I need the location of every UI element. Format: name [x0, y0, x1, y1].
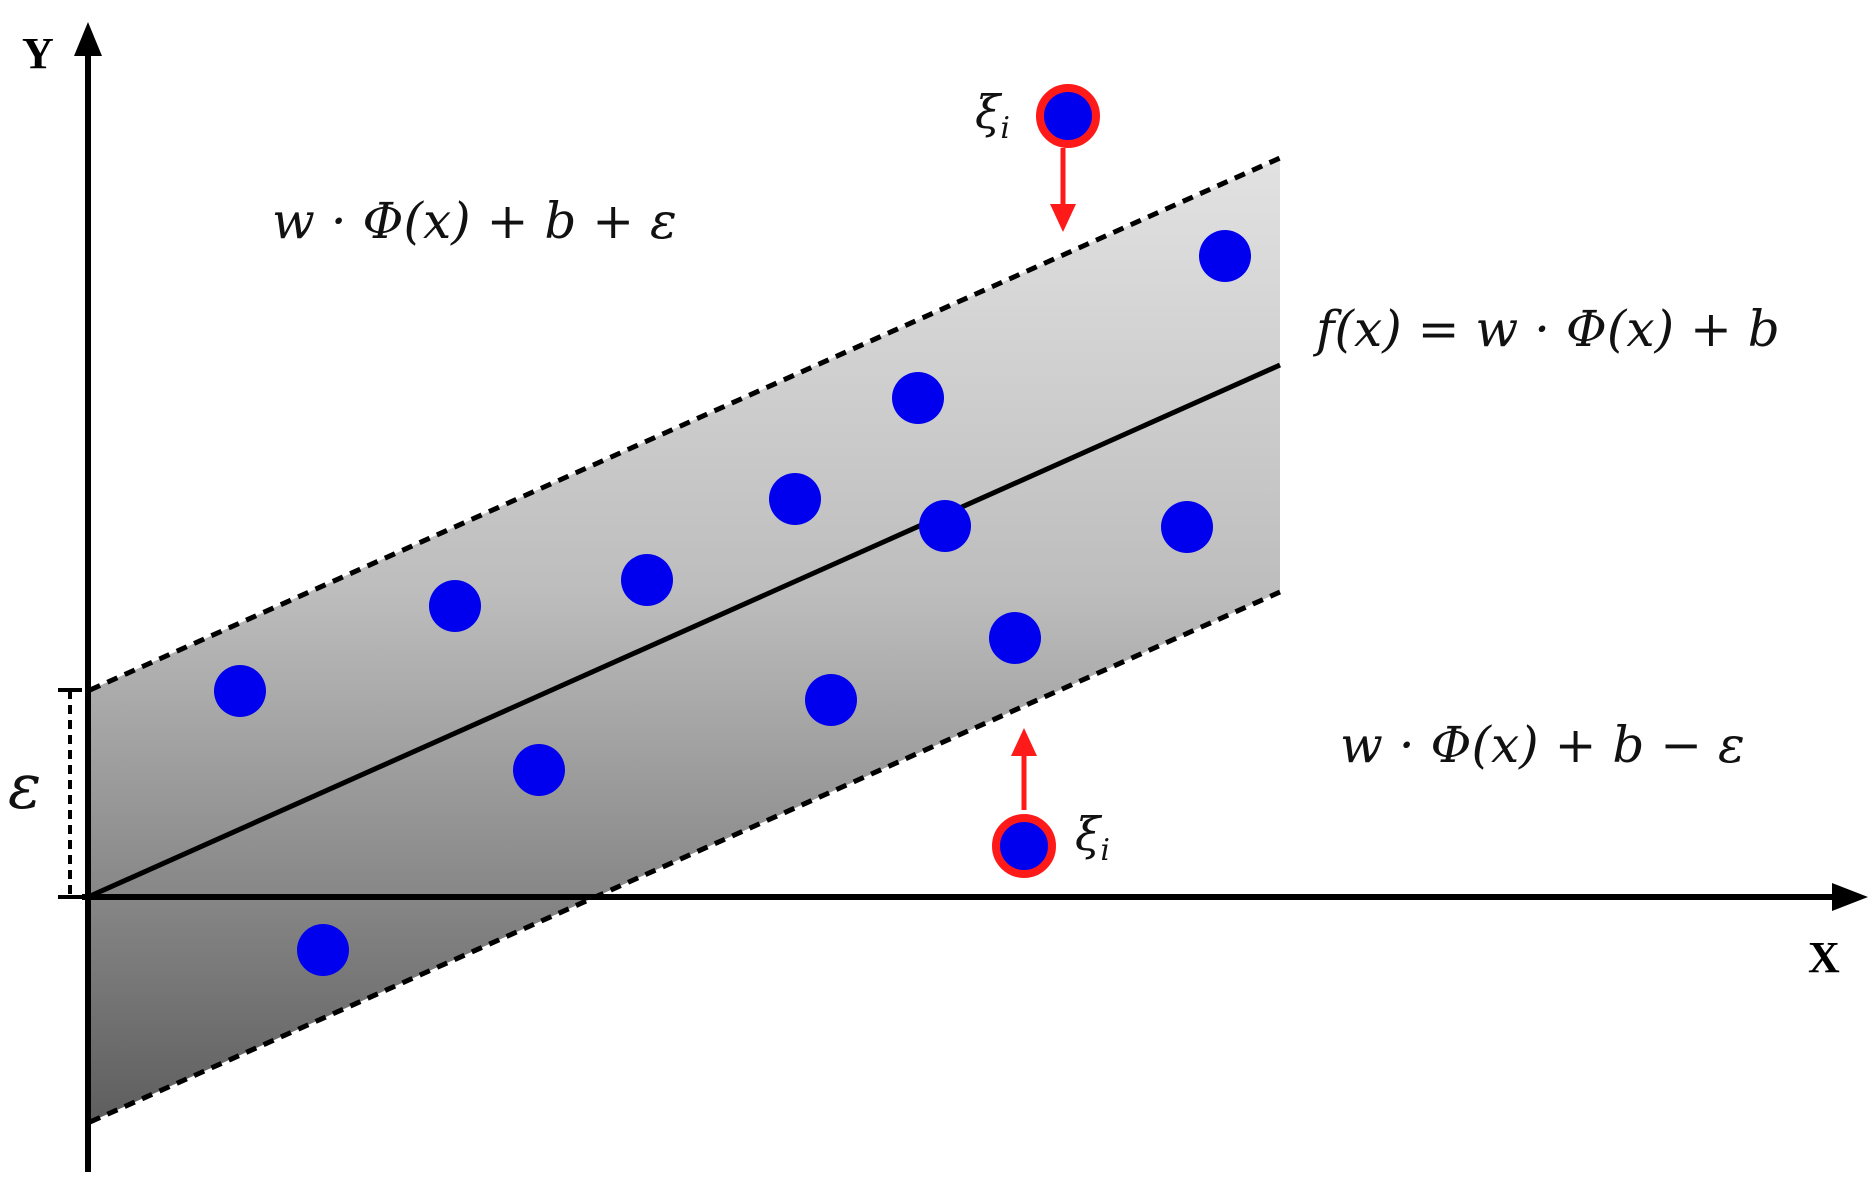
data-points	[214, 230, 1251, 976]
data-point	[1199, 230, 1251, 282]
slack-arrowhead-down	[1050, 204, 1076, 232]
data-point	[805, 674, 857, 726]
data-point	[214, 665, 266, 717]
regression-equation: f(x) = w · Φ(x) + b	[1312, 300, 1780, 358]
epsilon-bracket	[58, 688, 82, 899]
upper-slack-label: ξi	[975, 85, 1010, 146]
lower-boundary-equation: w · Φ(x) + b − ε	[1340, 716, 1745, 774]
slack-arrowhead-up	[1011, 728, 1037, 756]
data-point	[769, 473, 821, 525]
lower-boundary-line	[88, 589, 1282, 1125]
data-point	[1161, 501, 1213, 553]
outlier-point	[1036, 84, 1100, 148]
epsilon-tube	[90, 158, 1280, 1122]
lower-outlier	[992, 728, 1056, 878]
x-axis-label: X	[1808, 933, 1840, 982]
outlier-point	[992, 814, 1056, 878]
epsilon-label: ε	[8, 750, 41, 823]
data-point	[621, 554, 673, 606]
data-point	[989, 612, 1041, 664]
upper-boundary-equation: w · Φ(x) + b + ε	[272, 192, 677, 250]
upper-outlier	[1036, 84, 1100, 232]
data-point	[919, 500, 971, 552]
y-axis-label: Y	[22, 29, 54, 78]
y-axis-arrowhead	[74, 22, 102, 56]
upper-boundary-line	[88, 155, 1282, 693]
data-point	[297, 924, 349, 976]
data-point	[513, 744, 565, 796]
regression-line	[86, 362, 1282, 900]
lower-slack-label: ξi	[1075, 807, 1110, 868]
x-axis-arrowhead	[1832, 883, 1868, 911]
data-point	[892, 372, 944, 424]
data-point	[429, 580, 481, 632]
